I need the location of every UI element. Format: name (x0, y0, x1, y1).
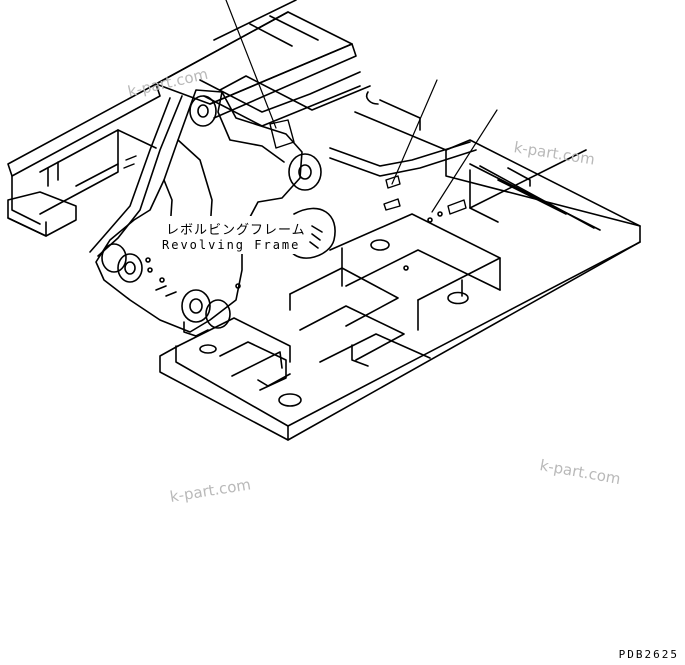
frame-outline (7, 0, 357, 237)
part-label-english: Revolving Frame (162, 238, 301, 252)
part-label-japanese: レボルビングフレーム (166, 223, 306, 238)
callout-background (158, 216, 296, 254)
pipework (199, 71, 477, 177)
lower-box (177, 317, 291, 391)
boom-bracket (89, 89, 336, 337)
leader-lines (225, 0, 498, 213)
drawing-code: PDB2625 (618, 648, 679, 661)
brackets (123, 119, 467, 215)
